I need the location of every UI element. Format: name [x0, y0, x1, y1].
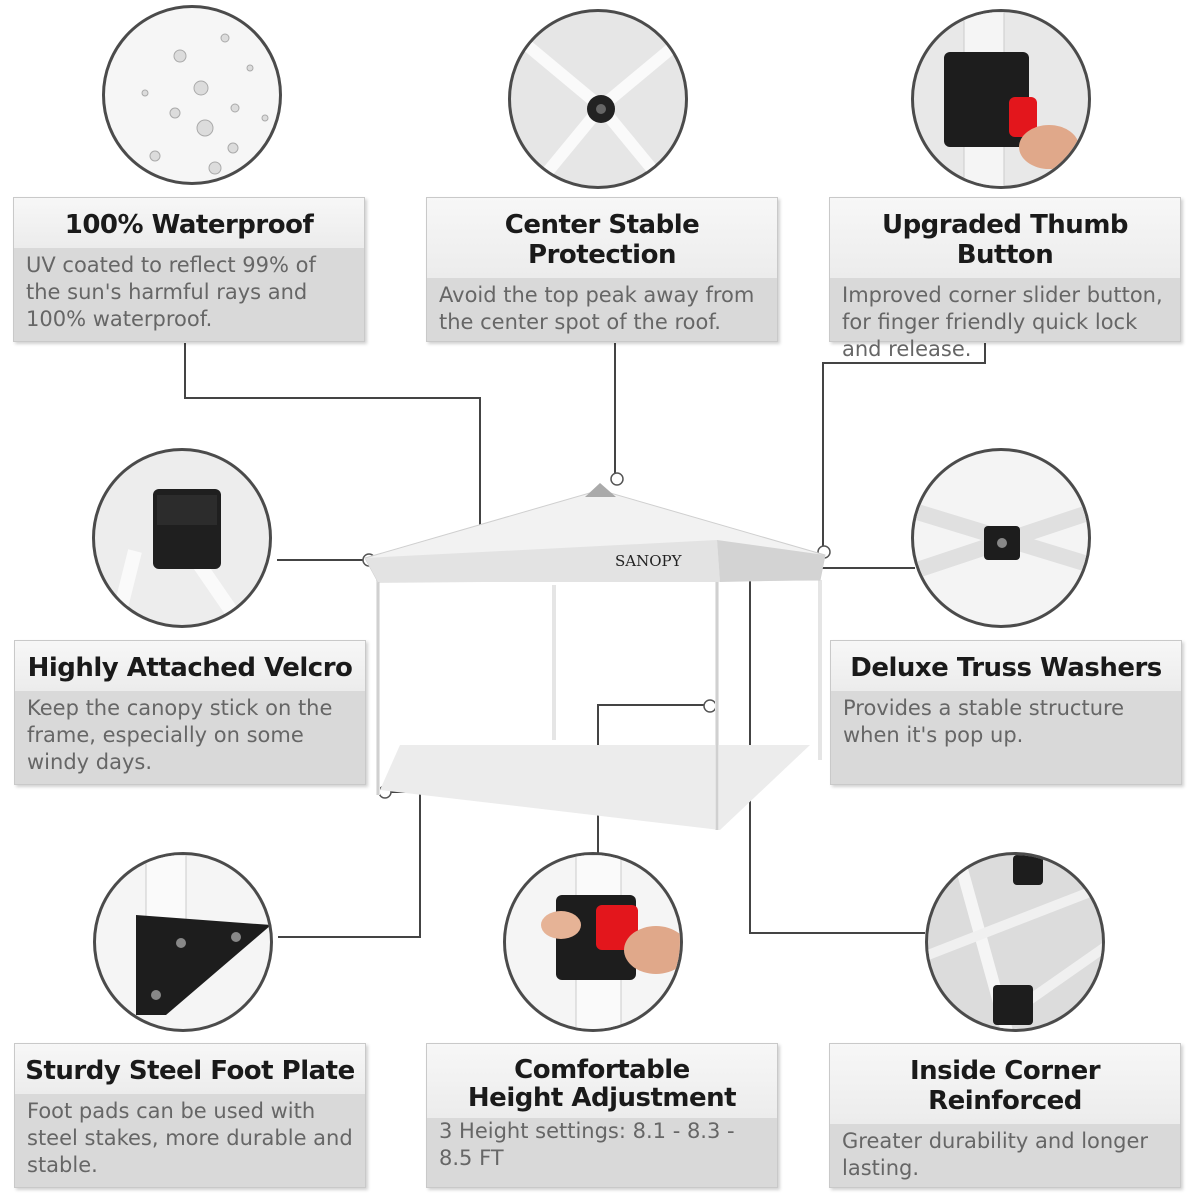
- foot-plate-detail-photo: [93, 852, 273, 1032]
- feature-title: Deluxe Truss Washers: [831, 641, 1181, 691]
- height-adjustment-detail-photo: [503, 852, 683, 1032]
- feature-description: Improved corner slider button, for finge…: [842, 283, 1163, 361]
- feature-card-velcro: Highly Attached Velcro Keep the canopy s…: [14, 640, 366, 785]
- feature-title: Highly Attached Velcro: [15, 641, 365, 691]
- feature-title: Inside Corner Reinforced: [830, 1044, 1180, 1124]
- feature-description: Greater durability and longer lasting.: [842, 1129, 1149, 1180]
- canopy-brand-text: SANOPY: [615, 552, 683, 570]
- feature-card-truss-washers: Deluxe Truss Washers Provides a stable s…: [830, 640, 1182, 785]
- feature-card-height-adjustment: Comfortable Height Adjustment 3 Height s…: [426, 1043, 778, 1188]
- feature-card-foot-plate: Sturdy Steel Foot Plate Foot pads can be…: [14, 1043, 366, 1188]
- feature-description: 3 Height settings: 8.1 - 8.3 - 8.5 FT: [439, 1119, 735, 1170]
- feature-card-center-stable: Center Stable Protection Avoid the top p…: [426, 197, 778, 342]
- feature-title: Center Stable Protection: [427, 198, 777, 278]
- thumb-button-detail-photo: [911, 9, 1091, 189]
- waterproof-detail-photo: [102, 5, 282, 185]
- feature-description: Avoid the top peak away from the center …: [439, 283, 755, 334]
- velcro-detail-photo: [92, 448, 272, 628]
- feature-title: Comfortable Height Adjustment: [427, 1044, 777, 1118]
- feature-card-waterproof: 100% Waterproof UV coated to reflect 99%…: [13, 197, 365, 342]
- truss-washer-detail-photo: [911, 448, 1091, 628]
- feature-description: UV coated to reflect 99% of the sun's ha…: [26, 253, 316, 331]
- center-peak-detail-photo: [508, 9, 688, 189]
- feature-title: Sturdy Steel Foot Plate: [15, 1044, 365, 1094]
- feature-card-thumb-button: Upgraded Thumb Button Improved corner sl…: [829, 197, 1181, 361]
- corner-reinforced-detail-photo: [925, 852, 1105, 1032]
- feature-description: Provides a stable structure when it's po…: [843, 696, 1125, 747]
- feature-title: 100% Waterproof: [14, 198, 364, 248]
- feature-description: Keep the canopy stick on the frame, espe…: [27, 696, 333, 774]
- feature-title: Upgraded Thumb Button: [830, 198, 1180, 278]
- feature-card-corner-reinforced: Inside Corner Reinforced Greater durabil…: [829, 1043, 1181, 1188]
- feature-description: Foot pads can be used with steel stakes,…: [27, 1099, 353, 1177]
